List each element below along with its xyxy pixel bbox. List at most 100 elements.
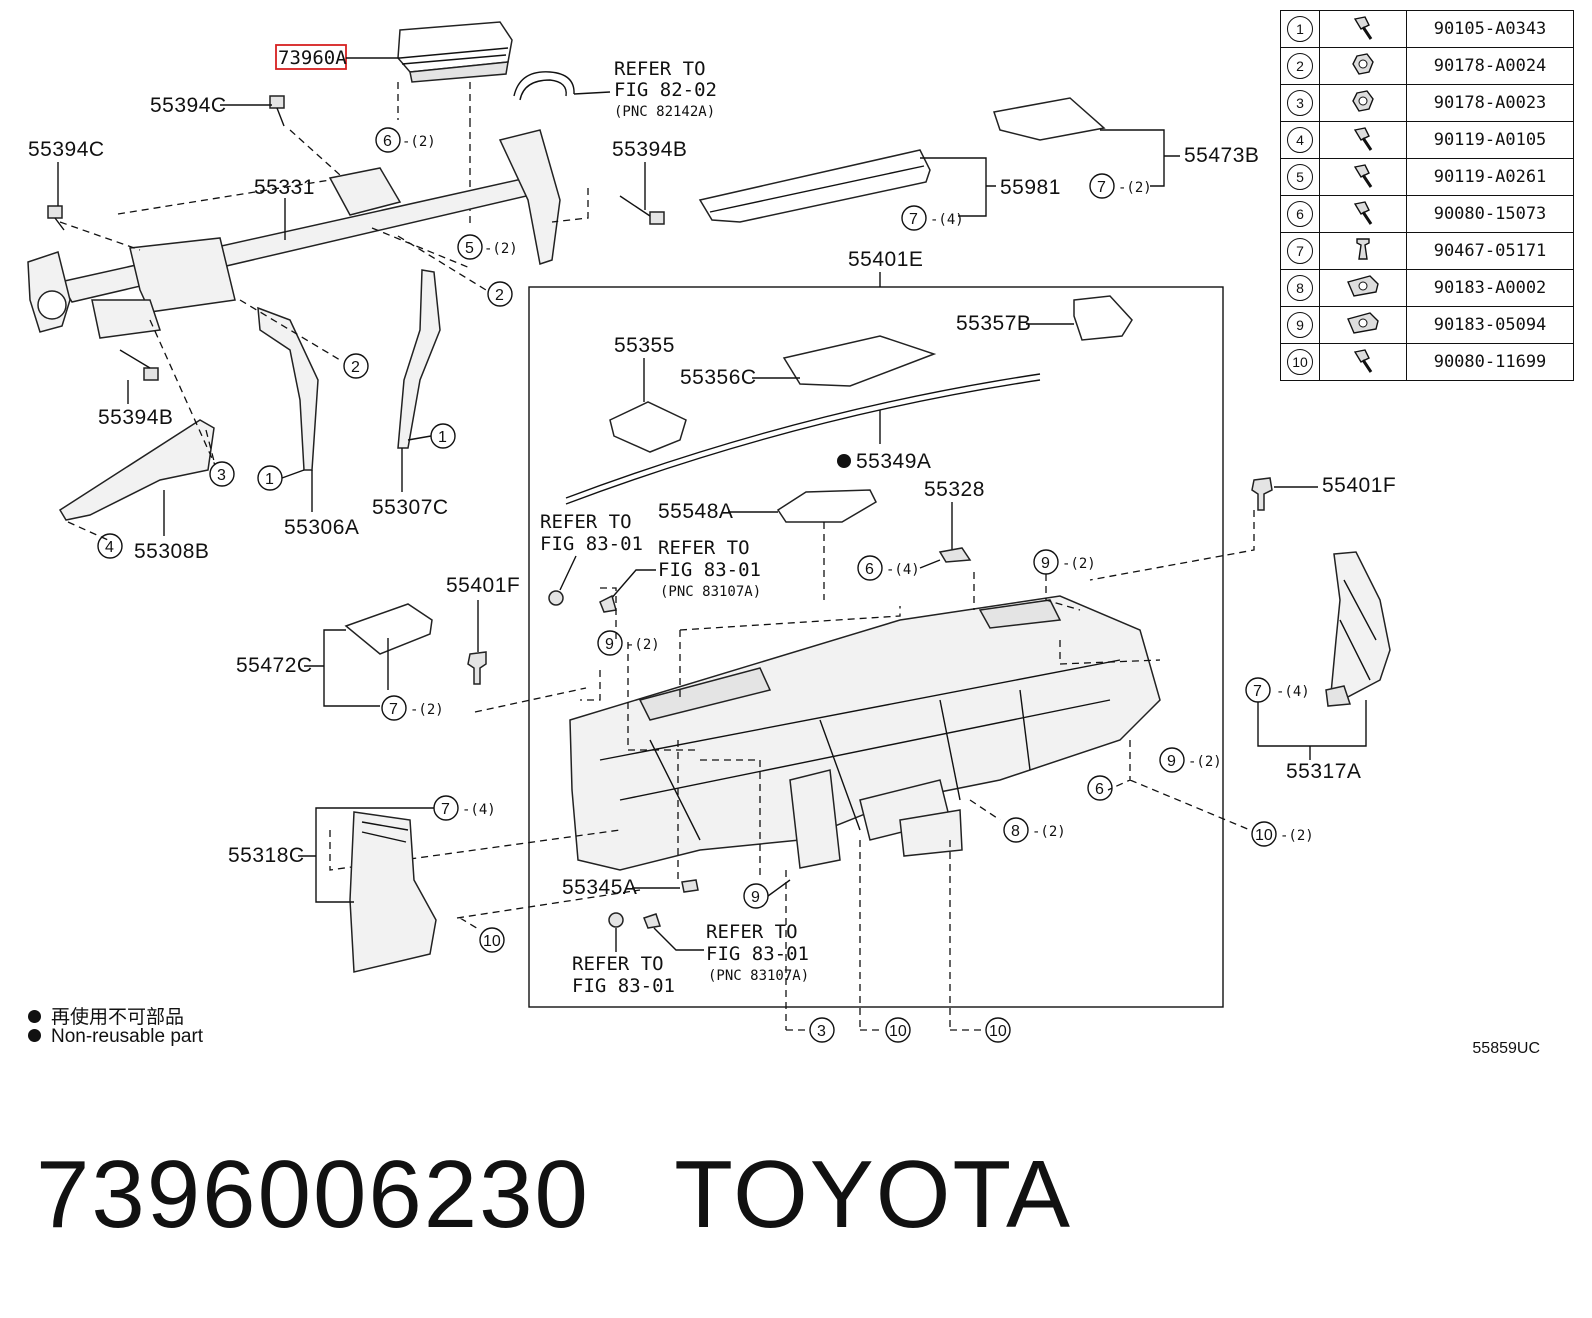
callout-2-a: 2 — [487, 281, 513, 307]
label-73960A[interactable]: 73960A — [278, 47, 347, 69]
brace-55308B[interactable] — [58, 419, 215, 521]
svg-text:3: 3 — [217, 467, 226, 484]
callout-7-55473B: 7 -(2) — [1089, 173, 1152, 199]
label-55317A[interactable]: 55317A — [1286, 760, 1361, 783]
svg-text:5: 5 — [465, 240, 474, 257]
pad-55356C[interactable] — [782, 335, 937, 387]
clip-55401F-left[interactable] — [467, 651, 487, 685]
callout-6-right: 6 — [1087, 775, 1113, 801]
cover-55548A[interactable] — [776, 489, 877, 523]
label-55401E[interactable]: 55401E — [848, 248, 923, 271]
svg-text:-(2): -(2) — [626, 637, 660, 653]
clip-55401F-right[interactable] — [1251, 477, 1273, 511]
label-55318C[interactable]: 55318C — [228, 844, 305, 867]
bullet-dot-icon — [28, 1029, 41, 1042]
part-number-cell[interactable]: 90105-A0343 — [1406, 10, 1574, 48]
label-55356C[interactable]: 55356C — [680, 366, 757, 389]
brace-55307C[interactable] — [397, 269, 441, 449]
label-55394B-top[interactable]: 55394B — [612, 138, 687, 161]
ref1-line1: REFER TO — [614, 58, 706, 80]
part-number-cell[interactable]: 90183-05094 — [1406, 306, 1574, 344]
svg-text:4: 4 — [105, 539, 114, 556]
ref3-line1: REFER TO — [658, 537, 750, 559]
part-number-cell[interactable]: 90178-A0024 — [1406, 47, 1574, 85]
svg-text:9: 9 — [751, 889, 760, 906]
pad-55357B[interactable] — [1073, 295, 1133, 341]
part-number-cell[interactable]: 90119-A0261 — [1406, 158, 1574, 196]
label-55328[interactable]: 55328 — [924, 478, 985, 501]
svg-text:2: 2 — [351, 359, 360, 376]
row-index: 4 — [1280, 121, 1320, 159]
page-title: 7396006230 TOYOTA — [36, 1140, 1072, 1250]
part-number-cell[interactable]: 90080-11699 — [1406, 343, 1574, 381]
reinforcement-55331[interactable] — [27, 129, 561, 339]
pad-55355[interactable] — [609, 401, 687, 453]
panel-55981[interactable] — [698, 149, 931, 223]
label-55401F-right[interactable]: 55401F — [1322, 474, 1396, 497]
svg-text:-(4): -(4) — [930, 212, 964, 228]
nut-icon — [1319, 84, 1407, 122]
svg-text:8: 8 — [1011, 823, 1020, 840]
part-number-cell[interactable]: 90178-A0023 — [1406, 84, 1574, 122]
label-55306A[interactable]: 55306A — [284, 516, 359, 539]
label-55357B[interactable]: 55357B — [956, 312, 1031, 335]
ref4-line2: FIG 83-01 — [706, 943, 809, 965]
label-55349A[interactable]: 55349A — [856, 450, 931, 473]
callout-8: 8 -(2) — [1003, 817, 1066, 843]
table-row[interactable]: 4 90119-A0105 — [1280, 121, 1574, 159]
label-55394B-left[interactable]: 55394B — [98, 406, 173, 429]
panel-55473B[interactable] — [993, 97, 1106, 141]
callout-10-right: 10 -(2) — [1251, 821, 1314, 847]
label-55401F-left[interactable]: 55401F — [446, 574, 520, 597]
svg-text:7: 7 — [389, 701, 398, 718]
svg-text:-(2): -(2) — [1032, 824, 1066, 840]
label-55472C[interactable]: 55472C — [236, 654, 313, 677]
legend-non-reusable-jp: 再使用不可部品 — [28, 1002, 184, 1029]
part-number-cell[interactable]: 90183-A0002 — [1406, 269, 1574, 307]
side-panel-55318C[interactable] — [349, 811, 437, 973]
airbag-module-73960A[interactable] — [397, 21, 513, 83]
callout-7-55981: 7 -(4) — [901, 205, 964, 231]
seal-55349A[interactable] — [565, 373, 1041, 505]
callout-10-bottom-b: 10 — [950, 1017, 1011, 1043]
part-number-cell[interactable]: 90080-15073 — [1406, 195, 1574, 233]
cover-55472C[interactable] — [344, 603, 433, 655]
svg-text:-(2): -(2) — [1188, 754, 1222, 770]
svg-text:9: 9 — [1041, 555, 1050, 572]
label-55307C[interactable]: 55307C — [372, 496, 449, 519]
label-55394C-left[interactable]: 55394C — [28, 138, 105, 161]
svg-text:2: 2 — [495, 287, 504, 304]
side-panel-55317A[interactable] — [1329, 551, 1391, 706]
svg-text:10: 10 — [889, 1023, 907, 1040]
ref5-line2: FIG 83-01 — [572, 975, 675, 997]
label-55981[interactable]: 55981 — [1000, 176, 1061, 199]
part-number-cell[interactable]: 90119-A0105 — [1406, 121, 1574, 159]
label-55355[interactable]: 55355 — [614, 334, 675, 357]
label-55394C-top[interactable]: 55394C — [150, 94, 227, 117]
brace-55306A[interactable] — [257, 306, 319, 471]
bolt-icon — [548, 590, 564, 606]
part-number: 7396006230 — [36, 1141, 590, 1248]
label-55345A[interactable]: 55345A — [562, 876, 637, 899]
svg-text:6: 6 — [865, 561, 874, 578]
svg-text:6: 6 — [1095, 781, 1104, 798]
svg-text:10: 10 — [1255, 827, 1273, 844]
label-55308B[interactable]: 55308B — [134, 540, 209, 563]
label-55548A[interactable]: 55548A — [658, 500, 733, 523]
svg-text:10: 10 — [989, 1023, 1007, 1040]
label-55473B[interactable]: 55473B — [1184, 144, 1259, 167]
part-number-cell[interactable]: 90467-05171 — [1406, 232, 1574, 270]
instrument-panel-55401E[interactable] — [569, 595, 1161, 871]
svg-text:7: 7 — [1097, 179, 1106, 196]
svg-text:-(4): -(4) — [1276, 684, 1310, 700]
svg-text:7: 7 — [909, 211, 918, 228]
